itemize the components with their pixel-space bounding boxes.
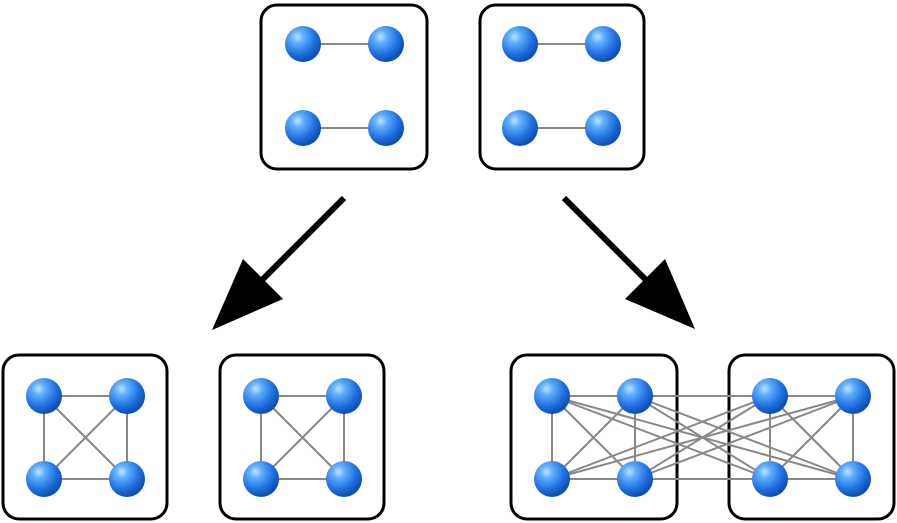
bottom-right-group xyxy=(509,353,896,521)
node xyxy=(109,378,145,414)
node xyxy=(368,26,404,62)
node xyxy=(502,110,538,146)
node xyxy=(285,110,321,146)
node xyxy=(285,26,321,62)
node xyxy=(534,378,570,414)
edge xyxy=(634,395,854,480)
edge xyxy=(260,395,345,480)
top-right-unit xyxy=(478,3,646,171)
bottom-left-unit-a xyxy=(1,353,169,521)
node xyxy=(534,461,570,497)
node xyxy=(368,110,404,146)
node xyxy=(26,378,62,414)
arrow-shaft xyxy=(259,195,347,283)
node xyxy=(585,110,621,146)
arrow-shaft xyxy=(561,195,649,283)
node xyxy=(752,378,788,414)
unit-box xyxy=(478,3,646,171)
node xyxy=(835,378,871,414)
node xyxy=(617,461,653,497)
arrow-head xyxy=(212,259,283,330)
node xyxy=(243,378,279,414)
unit-box xyxy=(259,3,429,171)
arrow-head xyxy=(625,259,695,329)
arrow-left xyxy=(212,195,347,330)
edge xyxy=(634,395,771,480)
node xyxy=(243,461,279,497)
node xyxy=(502,26,538,62)
bottom-left-unit-b xyxy=(218,353,386,521)
edge xyxy=(43,395,128,480)
node xyxy=(585,26,621,62)
edge xyxy=(769,395,854,480)
node xyxy=(835,461,871,497)
edge xyxy=(551,395,771,480)
top-left-unit xyxy=(259,3,429,171)
edge xyxy=(551,395,636,480)
node xyxy=(752,461,788,497)
node xyxy=(109,461,145,497)
node xyxy=(326,378,362,414)
node xyxy=(617,378,653,414)
arrow-right xyxy=(561,195,695,329)
node xyxy=(26,461,62,497)
node xyxy=(326,461,362,497)
